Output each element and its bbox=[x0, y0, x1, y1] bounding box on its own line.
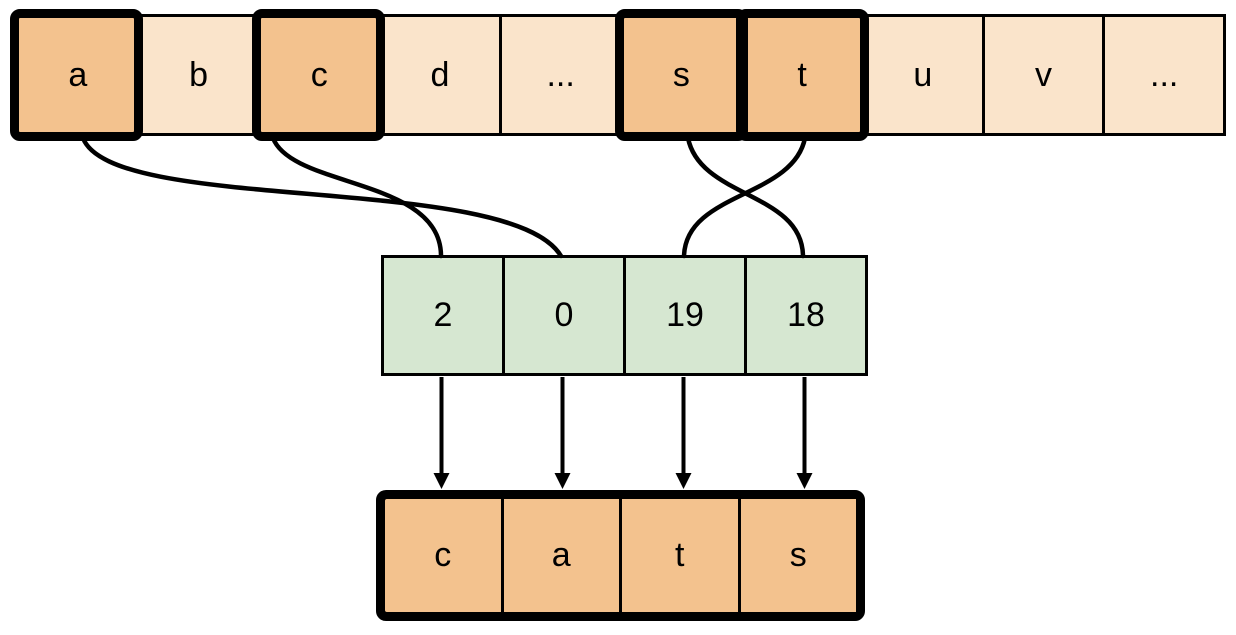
arrowhead-result-c-icon bbox=[433, 473, 450, 489]
alphabet-cell-c: c bbox=[257, 17, 379, 133]
alphabet-cell-ellipsis-1: ... bbox=[498, 17, 620, 133]
index-cell-0: 0 bbox=[502, 258, 623, 373]
index-array: 2 0 19 18 bbox=[381, 255, 868, 376]
result-cell-s: s bbox=[737, 499, 856, 612]
index-cell-2: 2 bbox=[384, 258, 502, 373]
curve-letter-c-to-index-2 bbox=[270, 135, 444, 259]
result-array: c a t s bbox=[376, 490, 865, 621]
arrowhead-result-t-icon bbox=[675, 473, 692, 489]
alphabet-cell-d: d bbox=[378, 17, 499, 133]
alphabet-cell-s: s bbox=[619, 17, 741, 133]
alphabet-cell-b: b bbox=[136, 17, 258, 133]
alphabet-cell-t: t bbox=[740, 17, 861, 133]
alphabet-cell-a: a bbox=[19, 17, 137, 133]
index-cell-19: 19 bbox=[623, 258, 744, 373]
curve-letter-t-to-index-19 bbox=[681, 135, 808, 259]
alphabet-cell-v: v bbox=[981, 17, 1103, 133]
alphabet-cell-ellipsis-2: ... bbox=[1102, 17, 1224, 133]
arrowhead-result-s-icon bbox=[796, 473, 813, 489]
result-cell-t: t bbox=[619, 499, 738, 612]
curve-letter-a-to-index-0 bbox=[80, 135, 564, 259]
index-cell-18: 18 bbox=[744, 258, 865, 373]
alphabet-array: a b c d ... s t u v ... bbox=[16, 14, 1226, 136]
curve-letter-s-to-index-18 bbox=[685, 135, 806, 259]
result-cell-c: c bbox=[385, 499, 501, 612]
arrowhead-result-a-icon bbox=[554, 473, 571, 489]
result-cell-a: a bbox=[500, 499, 619, 612]
alphabet-cell-u: u bbox=[860, 17, 982, 133]
